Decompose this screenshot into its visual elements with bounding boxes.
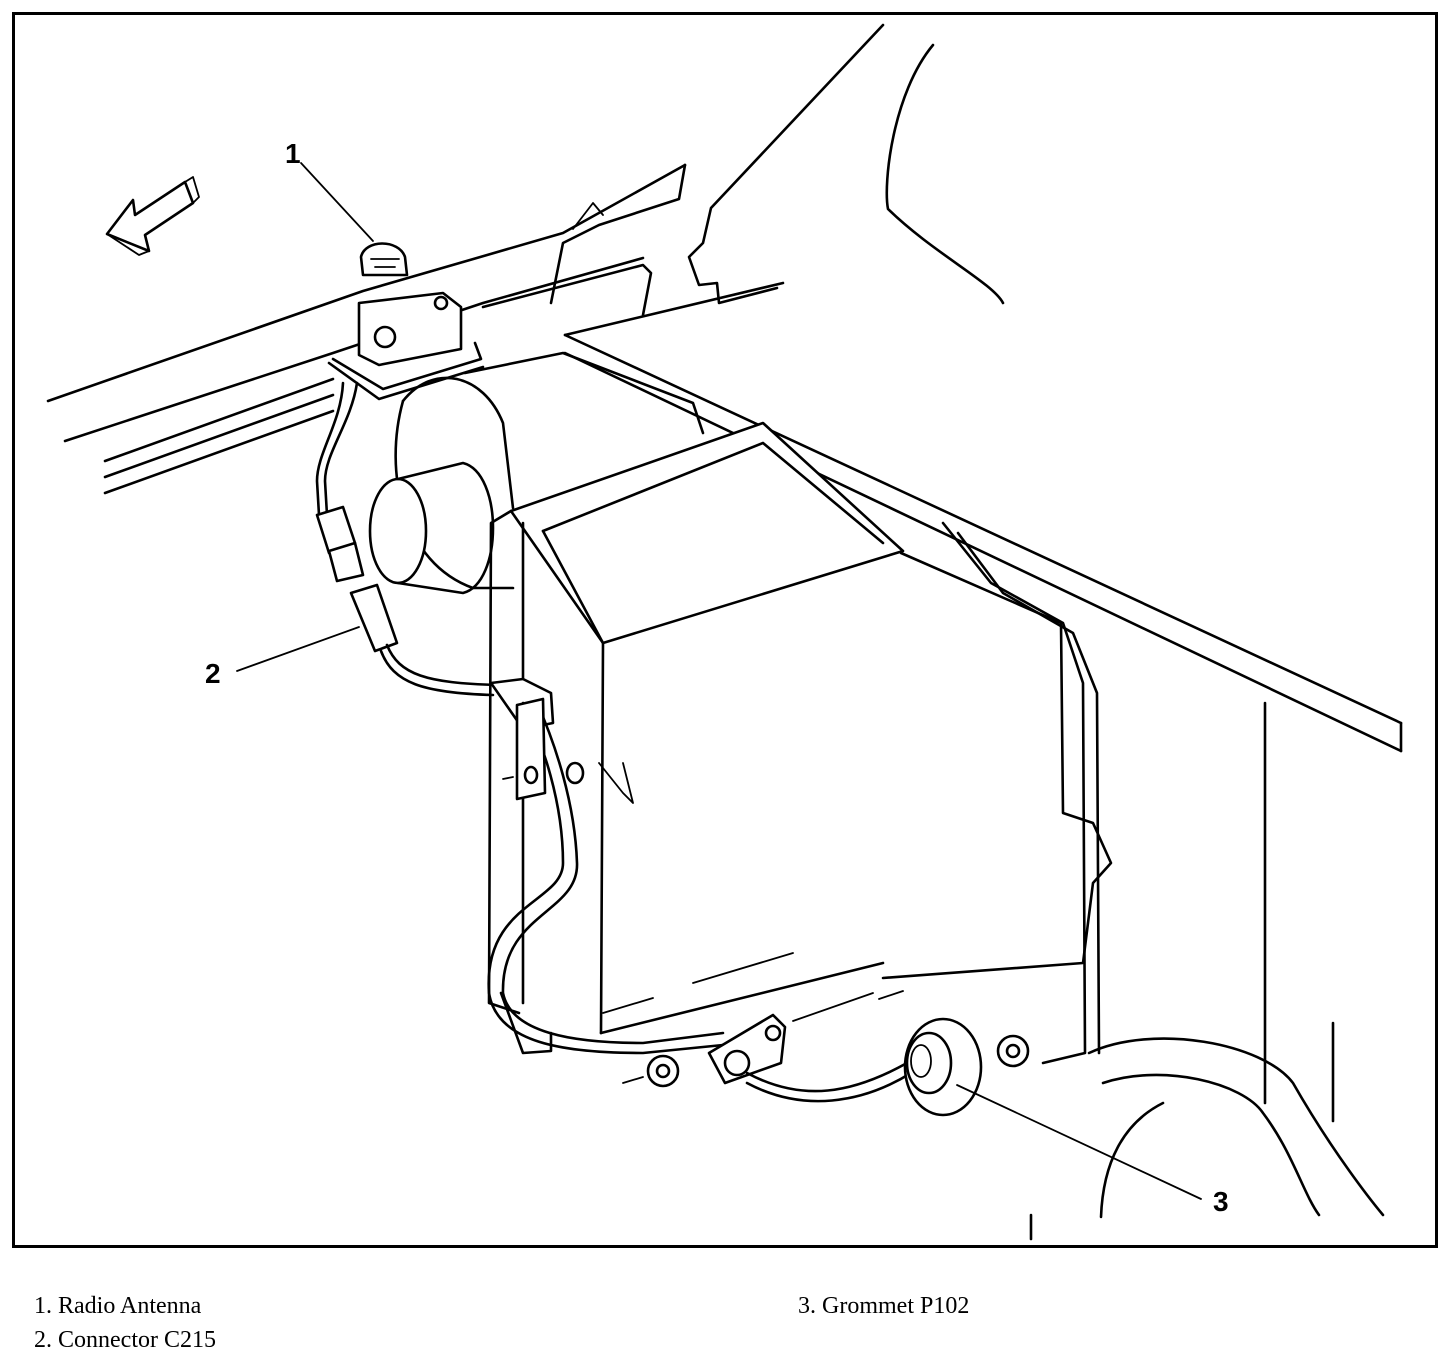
antenna-module-box [487,421,1113,1055]
callout-number-2: 2 [205,658,221,689]
legend-item-radio-antenna: 1. Radio Antenna [34,1293,202,1319]
quarter-panel [563,23,1403,1241]
roof-rail [46,163,687,495]
callout-number-3: 3 [1213,1186,1229,1217]
diagram-frame: 1 2 3 [12,12,1438,1248]
lower-bracket [622,990,1030,1117]
callout-number-1: 1 [285,138,301,169]
antenna-cable [315,381,725,1055]
legend-item-connector: 2. Connector C215 [34,1327,216,1353]
legend-item-grommet: 3. Grommet P102 [798,1293,970,1319]
forward-arrow-icon [105,176,200,256]
radio-antenna [327,242,485,401]
antenna-installation-drawing: 1 2 3 [46,23,1403,1241]
speaker-housing [368,351,705,595]
callout-leaders [236,162,1202,1200]
